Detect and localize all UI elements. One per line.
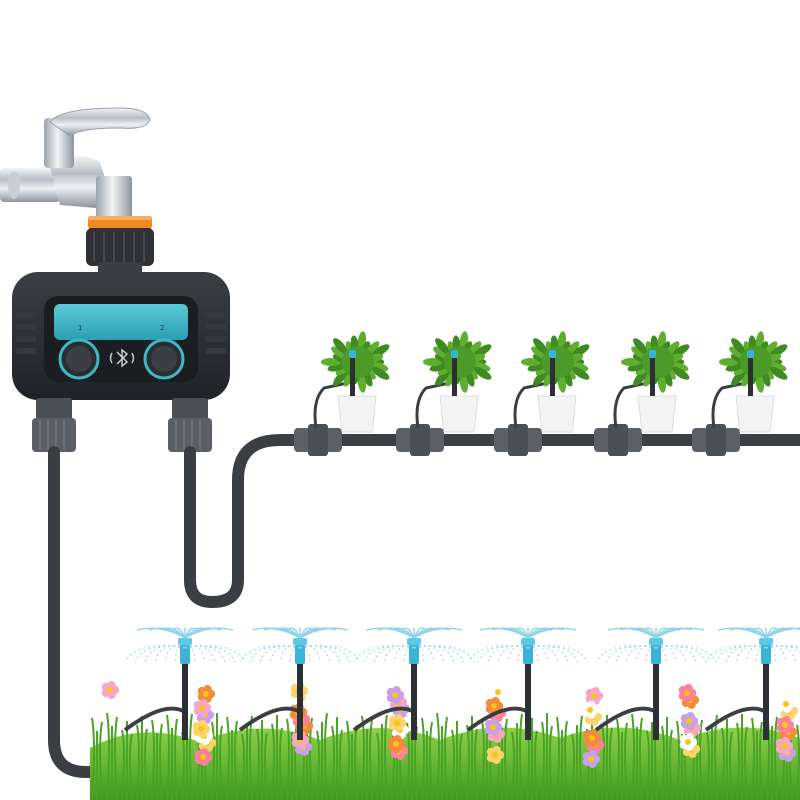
sprinkler <box>352 627 475 740</box>
flower <box>387 735 406 753</box>
tee-fitting <box>294 424 342 456</box>
timer-screen <box>54 304 188 340</box>
grass-bed <box>90 712 800 800</box>
sprinklers <box>123 627 800 740</box>
sprinkler <box>238 627 361 740</box>
flowers <box>101 681 799 768</box>
flower <box>489 683 508 701</box>
flower <box>194 748 213 766</box>
flower <box>582 750 601 768</box>
sprinkler <box>704 627 800 740</box>
outlet-connector-1 <box>32 398 76 452</box>
flower <box>679 733 698 751</box>
outlet-connector-2 <box>168 398 212 452</box>
flower <box>680 712 699 730</box>
planter <box>513 331 590 433</box>
planter <box>415 331 492 433</box>
flower <box>386 686 405 704</box>
outlet-2-button[interactable] <box>143 338 185 380</box>
outlet-1-label: 1 <box>78 324 82 332</box>
planters <box>313 331 788 433</box>
flower <box>197 685 216 703</box>
faucet <box>0 107 151 220</box>
flower <box>583 729 602 747</box>
pipe-to-sprinklers <box>48 446 126 778</box>
coupling-nut <box>86 216 154 276</box>
flower <box>193 699 212 717</box>
flower <box>776 716 795 734</box>
flower <box>192 720 211 738</box>
pipe-to-planters <box>184 434 800 609</box>
tee-fittings <box>294 424 740 456</box>
sprinkler <box>466 627 589 740</box>
bluetooth-icon <box>109 348 135 368</box>
flower <box>101 681 120 699</box>
flower <box>678 684 697 702</box>
sprinkler <box>123 627 246 740</box>
outlet-2-label: 2 <box>160 324 164 332</box>
planter <box>711 331 788 433</box>
sprinkler <box>594 627 717 740</box>
tee-fitting <box>692 424 740 456</box>
tee-fitting <box>594 424 642 456</box>
flower <box>388 714 407 732</box>
water-timer: 1 2 <box>12 272 230 452</box>
tee-fitting <box>494 424 542 456</box>
planter <box>313 331 390 433</box>
flower <box>777 695 796 713</box>
flower <box>581 701 600 719</box>
flower <box>775 737 794 755</box>
flower <box>486 746 505 764</box>
tee-fitting <box>396 424 444 456</box>
planter <box>613 331 690 433</box>
flower <box>484 718 503 736</box>
outlet-1-button[interactable] <box>58 338 100 380</box>
